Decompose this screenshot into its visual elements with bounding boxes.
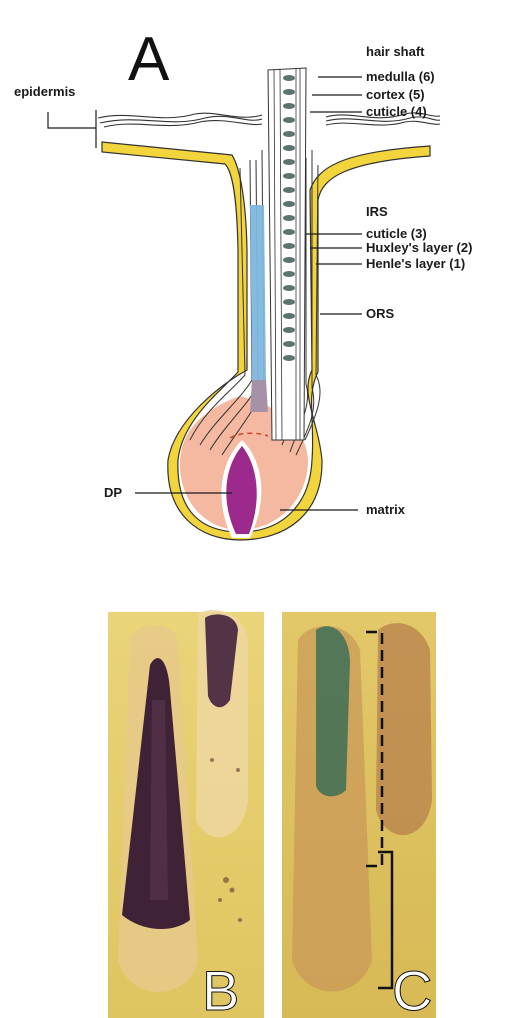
label-dp: DP — [104, 485, 122, 500]
follicle-c-right — [376, 623, 432, 835]
medulla-cells — [283, 75, 295, 361]
panel-letter-b: B — [202, 959, 239, 1018]
label-matrix: matrix — [366, 502, 406, 517]
irs-blue-left — [250, 205, 266, 380]
label-hair-shaft: hair shaft — [366, 44, 425, 59]
label-cuticle-irs: cuticle (3) — [366, 226, 427, 241]
label-medulla: medulla (6) — [366, 69, 435, 84]
panel-letter-a: A — [128, 25, 170, 94]
label-irs: IRS — [366, 204, 388, 219]
panel-letter-c: C — [392, 959, 432, 1018]
label-ors: ORS — [366, 306, 395, 321]
stain-c-green — [316, 626, 350, 796]
label-cortex: cortex (5) — [366, 87, 425, 102]
label-cuticle-shaft: cuticle (4) — [366, 104, 427, 119]
panel-c-micrograph: C — [282, 612, 436, 1018]
label-epidermis: epidermis — [14, 84, 75, 99]
panel-b-micrograph: B — [108, 610, 264, 1018]
panel-a-diagram: A hair shaft medulla (6) cortex (5) cuti… — [14, 25, 472, 540]
label-huxley: Huxley's layer (2) — [366, 240, 472, 255]
label-henle: Henle's layer (1) — [366, 256, 465, 271]
